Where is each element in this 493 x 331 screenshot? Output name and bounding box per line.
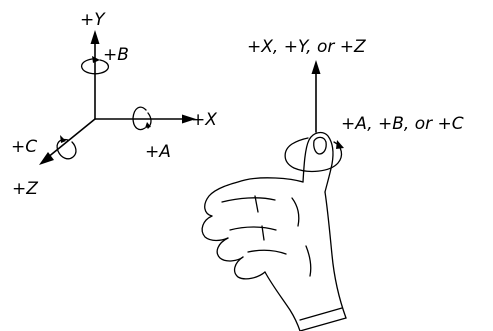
b-rotation-arrow <box>80 56 110 75</box>
y-axis-arrowhead <box>90 30 100 44</box>
z-axis-line <box>46 118 96 159</box>
y-axis-label: +Y <box>80 10 106 30</box>
a-rotation-arrow <box>132 106 152 131</box>
x-axis-label: +X <box>191 110 217 130</box>
a-rotation-label: +A <box>145 142 171 162</box>
rotary-axes-label: +A, +B, or +C <box>341 114 464 134</box>
c-rotation-label: +C <box>11 137 37 157</box>
b-rotation-label: +B <box>103 45 129 65</box>
hand-diagram: +X, +Y, or +Z +A, +B, or +C <box>201 37 464 331</box>
z-axis-arrowhead <box>39 152 54 165</box>
z-axis-label: +Z <box>12 179 38 199</box>
c-rotation-arrow <box>56 135 77 160</box>
rotary-direction-arrow <box>284 137 344 173</box>
linear-direction-arrowhead <box>311 60 321 74</box>
hand-illustration <box>201 131 347 331</box>
axes-diagram: +Y +B +X +A +C +Z <box>11 10 217 199</box>
linear-axes-label: +X, +Y, or +Z <box>247 37 366 57</box>
x-axis-arrowhead <box>182 114 196 124</box>
